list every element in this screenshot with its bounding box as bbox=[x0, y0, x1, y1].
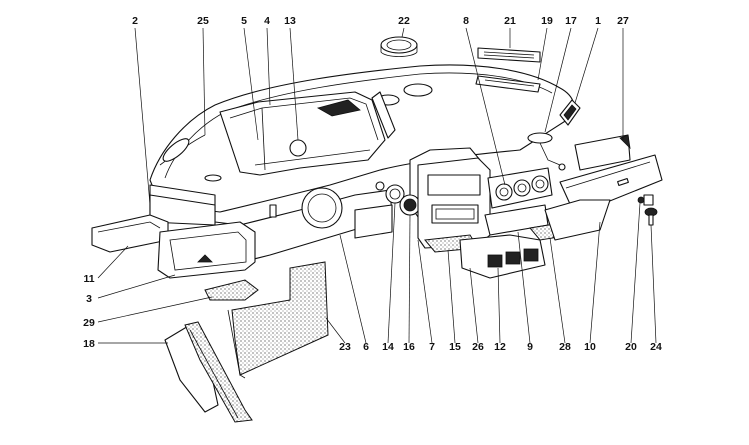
knob-20 bbox=[637, 194, 654, 206]
label-8: 8 bbox=[463, 15, 469, 27]
label-16: 16 bbox=[403, 341, 415, 353]
label-18: 18 bbox=[83, 338, 95, 350]
label-12: 12 bbox=[494, 341, 506, 353]
label-23: 23 bbox=[339, 341, 351, 353]
leader-lines bbox=[97, 27, 657, 344]
label-21: 21 bbox=[504, 15, 516, 27]
glovebox-upper-panel bbox=[574, 134, 631, 171]
label-29: 29 bbox=[83, 317, 95, 329]
center-console-bezel bbox=[417, 157, 491, 249]
label-20: 20 bbox=[625, 341, 637, 353]
label-10: 10 bbox=[584, 341, 596, 353]
label-4: 4 bbox=[264, 15, 270, 27]
instrument-binnacle bbox=[219, 91, 396, 176]
label-6: 6 bbox=[363, 341, 369, 353]
label-14: 14 bbox=[382, 341, 394, 353]
auxiliary-gauge-panel bbox=[487, 167, 553, 209]
lower-trim-piece bbox=[204, 279, 259, 301]
side-carpet-panel bbox=[164, 321, 253, 423]
knob-24 bbox=[644, 207, 658, 226]
label-2: 2 bbox=[132, 15, 138, 27]
label-28: 28 bbox=[559, 341, 571, 353]
defroster-grille bbox=[477, 47, 541, 63]
label-1: 1 bbox=[595, 15, 601, 27]
label-9: 9 bbox=[527, 341, 533, 353]
carpet-panel-center bbox=[227, 261, 329, 379]
label-27: 27 bbox=[617, 15, 629, 27]
label-11: 11 bbox=[83, 273, 94, 285]
label-3: 3 bbox=[86, 293, 92, 305]
label-13: 13 bbox=[284, 15, 296, 27]
label-7: 7 bbox=[429, 341, 435, 353]
label-22: 22 bbox=[398, 15, 410, 27]
switch-block bbox=[459, 234, 546, 279]
label-15: 15 bbox=[449, 341, 461, 353]
part-labels: 2 25 5 4 13 22 8 21 19 17 1 27 11 3 29 1… bbox=[83, 15, 662, 353]
speaker-grille bbox=[527, 132, 566, 171]
label-24: 24 bbox=[650, 341, 662, 353]
label-26: 26 bbox=[472, 341, 484, 353]
glovebox-body bbox=[544, 199, 611, 241]
label-17: 17 bbox=[565, 15, 577, 27]
round-vent-ring bbox=[380, 36, 418, 57]
label-25: 25 bbox=[197, 15, 209, 27]
knee-panel bbox=[157, 221, 256, 279]
left-vent-duct bbox=[91, 214, 169, 253]
label-19: 19 bbox=[541, 15, 553, 27]
label-5: 5 bbox=[241, 15, 247, 27]
